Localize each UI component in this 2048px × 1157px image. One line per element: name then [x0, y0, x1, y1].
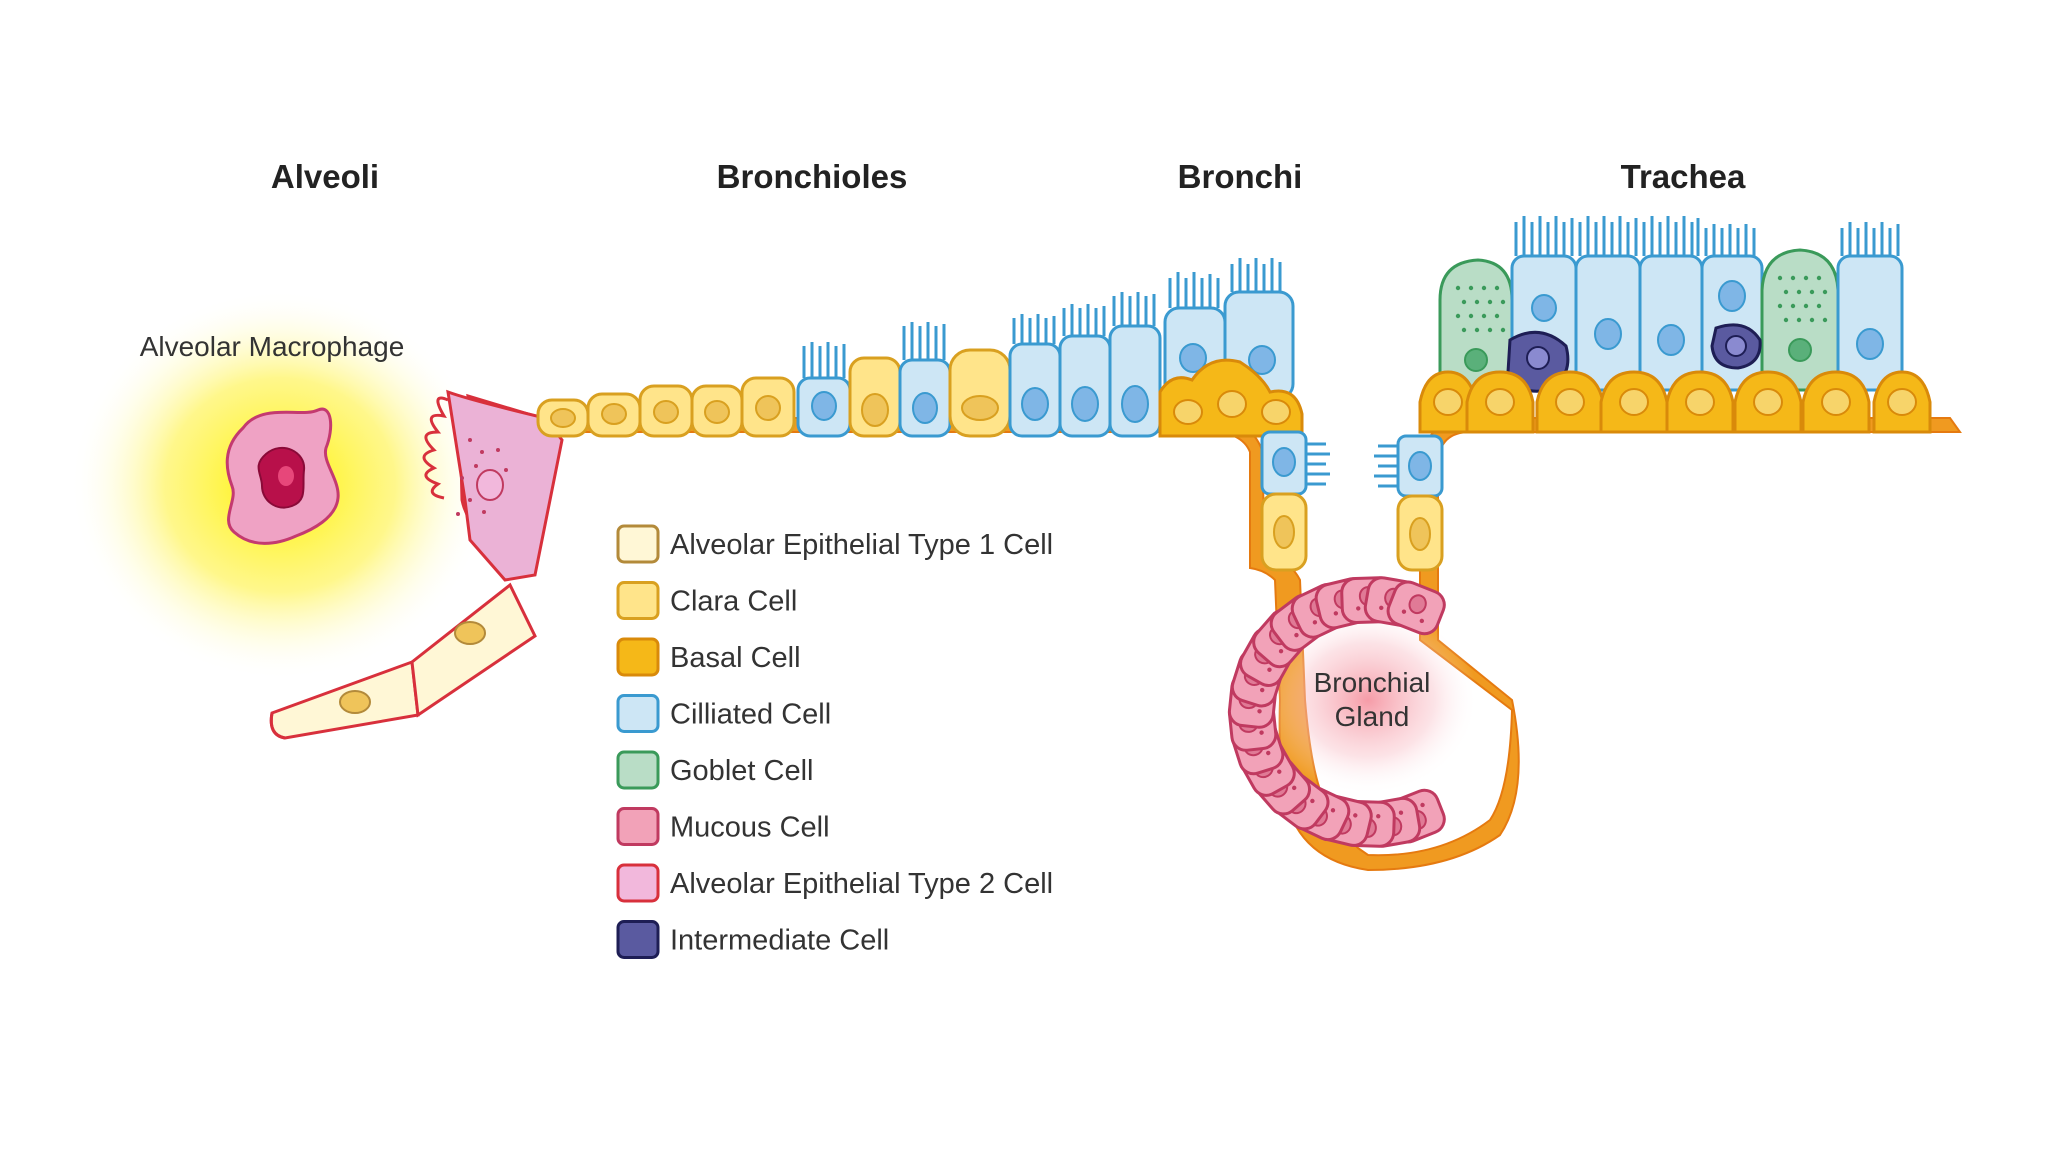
basal-cell: [1465, 370, 1535, 434]
gland-label-line2: Gland: [1335, 701, 1410, 732]
legend-swatch: [616, 863, 660, 903]
legend-label: Basal Cell: [670, 642, 801, 674]
mucous-cell: [1386, 580, 1446, 636]
region-title-bronchioles: Bronchioles: [717, 158, 908, 195]
legend-item: Basal Cell: [616, 637, 801, 677]
legend-swatch: [616, 524, 660, 564]
basal-cell: [1733, 370, 1803, 434]
gland-duct-cells: [1260, 430, 1444, 572]
legend-swatch: [616, 750, 660, 790]
legend-swatch: [616, 920, 660, 959]
legend-label: Intermediate Cell: [670, 925, 889, 957]
legend-label: Alveolar Epithelial Type 1 Cell: [670, 529, 1053, 561]
basal-cell: [1535, 370, 1605, 434]
gland-mucous-cells: [1227, 576, 1446, 848]
region-title-trachea: Trachea: [1621, 158, 1746, 195]
legend-swatch: [616, 694, 660, 733]
bronchiole-epithelium: [536, 292, 1162, 438]
legend-label: Clara Cell: [670, 586, 797, 618]
basal-cell: [1872, 370, 1932, 434]
gland-glow: [1258, 605, 1478, 795]
legend-label: Mucous Cell: [670, 812, 830, 844]
legend-swatch: [616, 807, 660, 846]
region-title-alveoli: Alveoli: [271, 158, 379, 195]
trachea-epithelium: [1438, 216, 1904, 393]
legend-item: Cilliated Cell: [616, 694, 831, 733]
trachea-basal-cells: [1418, 370, 1932, 434]
legend-item: Goblet Cell: [616, 750, 813, 790]
basal-cell: [1665, 370, 1735, 434]
basal-cell: [1599, 370, 1669, 434]
legend-label: Cilliated Cell: [670, 699, 831, 731]
legend-label: Alveolar Epithelial Type 2 Cell: [670, 868, 1053, 900]
basal-cell: [1801, 370, 1871, 434]
legend-item: Alveolar Epithelial Type 1 Cell: [616, 524, 1053, 564]
legend-swatch: [616, 637, 660, 677]
alveolar-type2-cell: [422, 389, 564, 582]
goblet-granules: [1455, 275, 1828, 333]
legend-item: Alveolar Epithelial Type 2 Cell: [616, 863, 1053, 903]
gland-label-line1: Bronchial: [1314, 667, 1431, 698]
legend-item: Intermediate Cell: [616, 920, 889, 959]
macrophage-nucleus-core: [278, 466, 294, 486]
legend-item: Clara Cell: [616, 581, 797, 620]
alveolar-type1-cells: [269, 582, 537, 740]
bronchi-epithelium: [1158, 258, 1304, 438]
macrophage-label: Alveolar Macrophage: [140, 331, 405, 362]
legend-swatch: [616, 581, 660, 620]
legend-item: Mucous Cell: [616, 807, 830, 846]
region-title-bronchi: Bronchi: [1178, 158, 1303, 195]
legend-label: Goblet Cell: [670, 755, 813, 787]
